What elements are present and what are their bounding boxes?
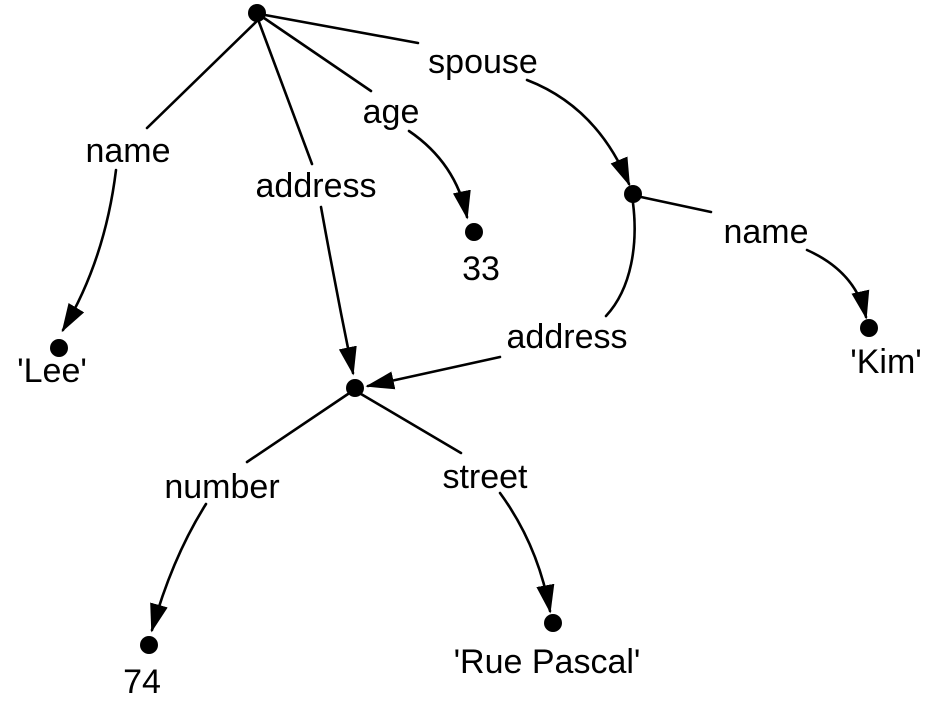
- edge-arrow-address2-to-node: [365, 355, 502, 390]
- node-spouse: [624, 185, 642, 203]
- node-person: [248, 4, 266, 22]
- edge-label-address-right: address: [507, 318, 628, 356]
- node-value-kim: [860, 319, 878, 337]
- value-label-33: 33: [462, 250, 500, 288]
- node-value-33: [465, 223, 483, 241]
- edge-label-name-left: name: [85, 132, 170, 170]
- edge-label-name-right: name: [723, 213, 808, 251]
- node-shared-address: [346, 379, 364, 397]
- value-label-lee: 'Lee': [17, 352, 87, 390]
- edge-label-number: number: [164, 468, 279, 506]
- edge-arrow-name-to-lee: [61, 168, 118, 333]
- edge-label-age: age: [363, 93, 420, 131]
- edge-line-address-number: [245, 392, 350, 464]
- edge-arrow-address-to-node: [319, 205, 357, 376]
- edge-label-spouse: spouse: [428, 43, 538, 81]
- edge-line-root-age: [262, 16, 373, 93]
- edge-line-spouse-address: [604, 201, 636, 318]
- value-label-74: 74: [123, 663, 161, 701]
- edge-arrow-number-to-74: [150, 502, 208, 633]
- node-value-74: [140, 636, 158, 654]
- node-value-rue-pascal: [544, 614, 562, 632]
- edge-label-address-left: address: [256, 167, 377, 205]
- edge-line-address-street: [359, 392, 463, 455]
- edge-line-root-spouse: [263, 13, 420, 45]
- edge-label-street: street: [442, 458, 528, 496]
- value-label-rue-pascal: 'Rue Pascal': [454, 643, 641, 681]
- edge-line-spouse-name: [639, 195, 713, 214]
- node-value-lee: [50, 339, 68, 357]
- value-label-kim: 'Kim': [850, 343, 922, 381]
- edge-arrow-age-to-33: [407, 129, 471, 220]
- edge-line-root-address: [257, 20, 314, 166]
- edge-arrow-spouse-to-node: [525, 78, 631, 187]
- edge-arrow-name-to-kim: [805, 248, 870, 320]
- edge-line-root-name: [145, 19, 259, 130]
- edge-arrow-street-to-pascal: [498, 491, 555, 614]
